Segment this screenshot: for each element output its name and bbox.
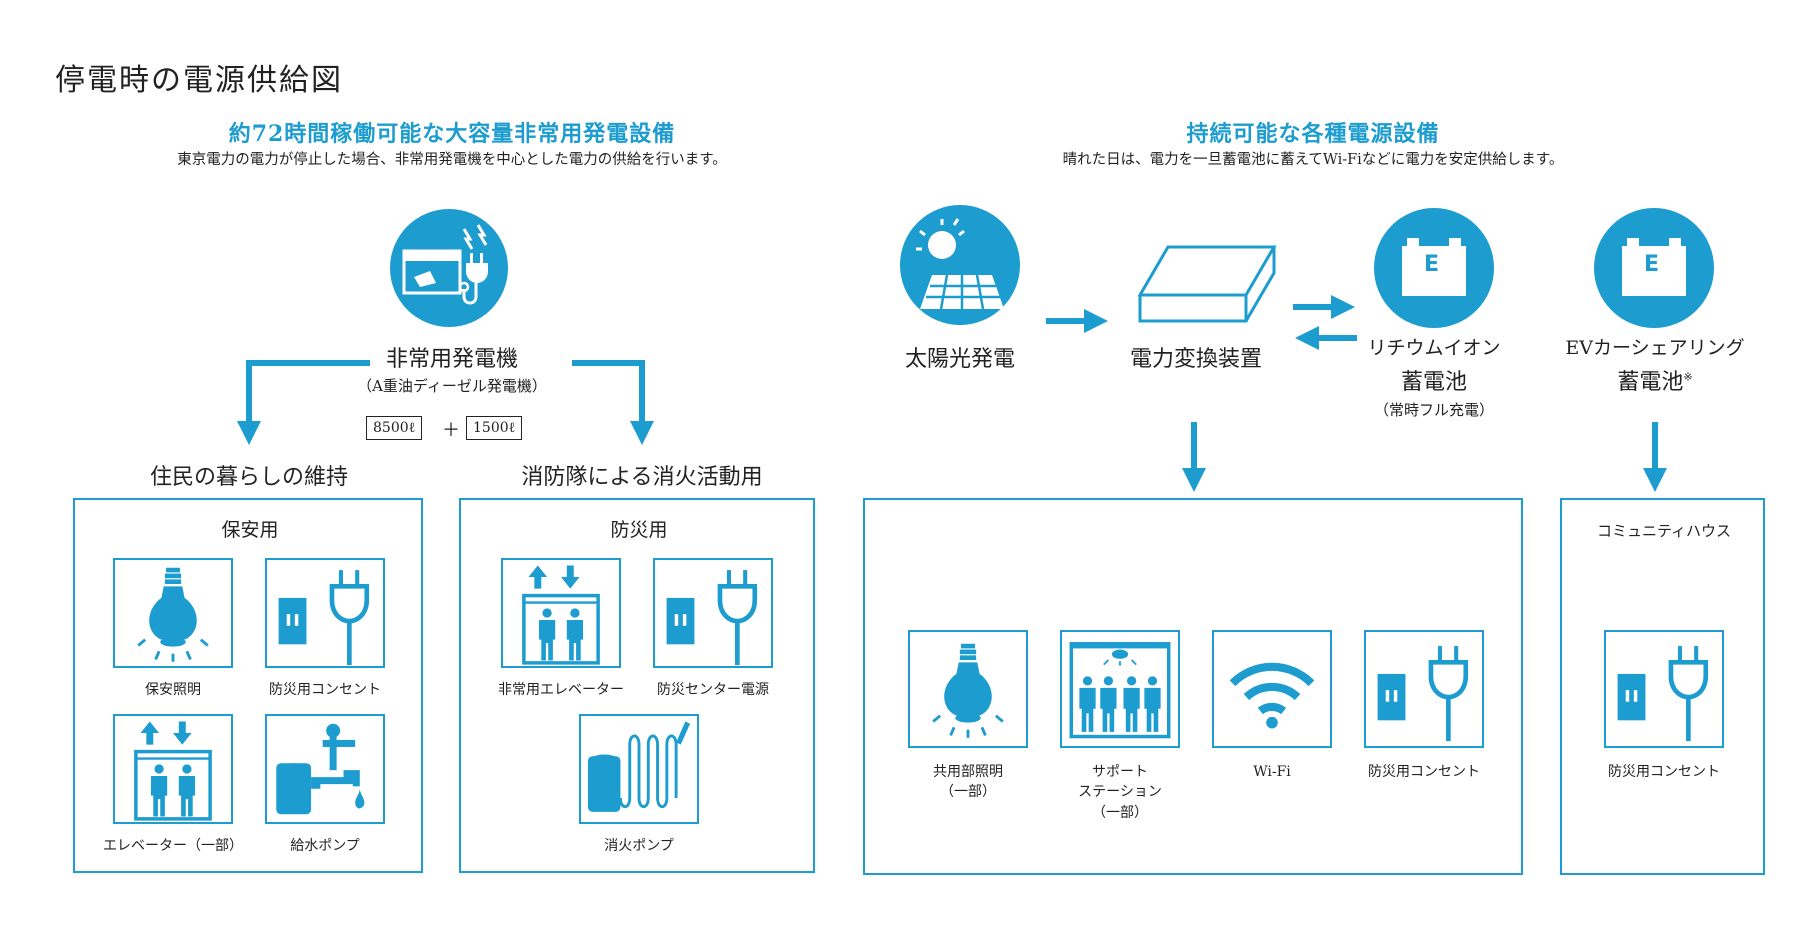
security-lighting-label: 保安照明 <box>145 682 201 698</box>
wifi-label: Wi-Fi <box>1253 764 1291 780</box>
community-house-title: コミュニティハウス <box>1596 522 1732 540</box>
water-pump-tile <box>265 714 385 824</box>
support-station-icon <box>1062 632 1178 746</box>
generator-name: 非常用発電機 <box>385 347 519 372</box>
bulb-icon <box>115 560 231 666</box>
converter-label: 電力変換装置 <box>1129 347 1263 372</box>
wifi-tile <box>1212 630 1332 748</box>
right-section-subtitle: 晴れた日は、電力を一旦蓄電池に蓄えてWi-Fiなどに電力を安定供給します。 <box>1062 152 1564 168</box>
security-box: 保安用 保安照明 防災用コンセント エレベーター（一部） 給水ポンプ <box>73 498 423 873</box>
lithium-label-line1: リチウムイオン <box>1367 337 1501 359</box>
emergency-elevator-tile <box>501 558 621 668</box>
shared-outlet-label: 防災用コンセント <box>1368 764 1480 780</box>
outlet-plug-icon <box>655 560 771 666</box>
fire-pump-tile <box>579 714 699 824</box>
community-outlet-label: 防災用コンセント <box>1608 764 1720 780</box>
fuel-tank-2: 1500ℓ <box>466 416 523 440</box>
arrow-to-fire <box>572 360 654 445</box>
left-section-subtitle: 東京電力の電力が停止した場合、非常用発電機を中心とした電力の供給を行います。 <box>177 152 727 168</box>
elevator-tile <box>113 714 233 824</box>
branch-fire-label: 消防隊による消火活動用 <box>521 465 763 490</box>
shared-outlet-tile <box>1364 630 1484 748</box>
emergency-elevator-label: 非常用エレベーター <box>498 682 624 698</box>
converter-box-icon <box>1138 245 1277 323</box>
right-section-heading: 持続可能な各種電源設備 <box>1186 121 1440 147</box>
outlet-plug-icon <box>1366 632 1482 746</box>
solar-label: 太陽光発電 <box>904 347 1016 372</box>
left-section-heading: 約72時間稼働可能な大容量非常用発電設備 <box>228 121 676 147</box>
lithium-label-line2: 蓄電池 <box>1400 370 1468 395</box>
common-lighting-line2: （一部） <box>940 784 996 801</box>
bulb-icon <box>910 632 1026 746</box>
solar-panel-icon <box>900 205 1020 325</box>
fuel-tank-1: 8500ℓ <box>366 416 423 440</box>
ev-battery-icon: E <box>1594 208 1714 328</box>
disaster-box-title: 防災用 <box>610 519 668 541</box>
disaster-box: 防災用 非常用エレベーター 防災センター電源 消火ポンプ <box>459 498 815 873</box>
ev-note-mark: ※ <box>1683 370 1693 384</box>
disaster-center-power-tile <box>653 558 773 668</box>
ev-label-line1: EVカーシェアリング <box>1565 337 1745 359</box>
water-pump-icon <box>267 716 383 822</box>
fire-hose-icon <box>581 716 697 822</box>
battery-icon: E <box>1374 208 1494 328</box>
security-box-title: 保安用 <box>221 519 279 541</box>
ev-label-line2: 蓄電池※ <box>1617 364 1692 396</box>
outlet-plug-icon <box>267 560 383 666</box>
support-station-line3: （一部） <box>1091 804 1148 821</box>
common-lighting-label: 共用部照明 （一部） <box>933 762 1003 803</box>
elevator-label: エレベーター（一部） <box>103 838 243 854</box>
lithium-note: （常時フル充電） <box>1373 401 1495 419</box>
wifi-icon <box>1214 632 1330 746</box>
outlet-tile <box>265 558 385 668</box>
support-station-label: サポート ステーション （一部） <box>1078 762 1162 823</box>
arrow-to-residents <box>237 360 370 445</box>
battery-letter: E <box>1644 252 1660 277</box>
disaster-center-power-label: 防災センター電源 <box>657 682 769 698</box>
outlet-label: 防災用コンセント <box>269 682 381 698</box>
community-house-box: コミュニティハウス 防災用コンセント <box>1560 498 1765 875</box>
community-outlet-tile <box>1604 630 1724 748</box>
battery-letter: E <box>1424 252 1440 277</box>
generator-type: （A重油ディーゼル発電機） <box>357 377 547 395</box>
support-station-line2: ステーション <box>1078 784 1162 801</box>
common-lighting-line1: 共用部照明 <box>933 764 1003 780</box>
elevator-icon <box>503 560 619 666</box>
security-lighting-tile <box>113 558 233 668</box>
elevator-icon <box>115 716 231 822</box>
shared-facilities-box: 共用部照明 （一部） サポート ステーション （一部） Wi-Fi 防災用コンセ… <box>863 498 1523 875</box>
page-title: 停電時の電源供給図 <box>55 63 343 98</box>
branch-residents-label: 住民の暮らしの維持 <box>149 465 349 490</box>
plus-sign: ＋ <box>442 420 460 441</box>
support-station-line1: サポート <box>1091 764 1148 780</box>
common-lighting-tile <box>908 630 1028 748</box>
generator-icon <box>390 209 508 327</box>
ev-label-text: 蓄電池 <box>1617 370 1684 395</box>
support-station-tile <box>1060 630 1180 748</box>
outlet-plug-icon <box>1606 632 1722 746</box>
water-pump-label: 給水ポンプ <box>290 838 360 854</box>
fire-pump-label: 消火ポンプ <box>604 838 674 854</box>
